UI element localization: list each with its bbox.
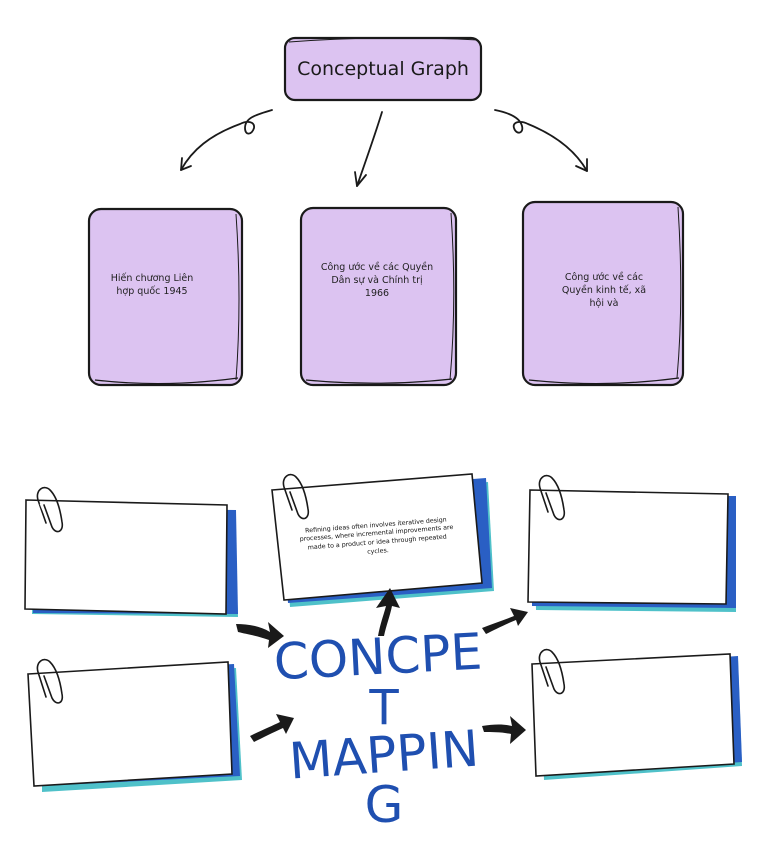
- title-node: [283, 36, 483, 102]
- concept-box: [87, 207, 244, 387]
- brush-arrow-icon: [376, 588, 400, 636]
- concept-box-text: Công ước về các Quyền kinh tế, xã hội và: [561, 271, 647, 309]
- concept-box-text: Công ước về các Quyền Dân sự và Chính tr…: [320, 261, 434, 299]
- graph-title: Conceptual Graph: [297, 58, 469, 80]
- brush-arrow-icon: [250, 714, 294, 742]
- curved-arrow-icon: [180, 109, 273, 171]
- curved-arrow-icon: [354, 111, 383, 187]
- brush-arrow-icon: [482, 716, 526, 744]
- curved-arrow-icon: [494, 109, 588, 172]
- brush-arrow-icon: [482, 608, 528, 634]
- note-card: [527, 489, 736, 612]
- paperclip-icon: [36, 658, 64, 704]
- paperclip-icon: [36, 486, 64, 533]
- note-card: [24, 499, 238, 617]
- concept-box-text: Hiến chương Liên hợp quốc 1945: [110, 273, 194, 297]
- concept-mapping-line-2: T: [369, 680, 399, 736]
- paperclip-icon: [538, 474, 566, 521]
- brush-arrow-icon: [236, 622, 284, 648]
- note-card: [531, 653, 742, 780]
- concept-mapping-line-4: G: [364, 776, 404, 834]
- note-card: [271, 473, 494, 607]
- paperclip-icon: [538, 648, 566, 695]
- paperclip-icon: [282, 473, 310, 520]
- note-card: [27, 661, 242, 792]
- concept-box: [299, 206, 458, 387]
- concept-box: [521, 200, 685, 387]
- concept-mapping-line-1: CONCPE: [272, 622, 484, 692]
